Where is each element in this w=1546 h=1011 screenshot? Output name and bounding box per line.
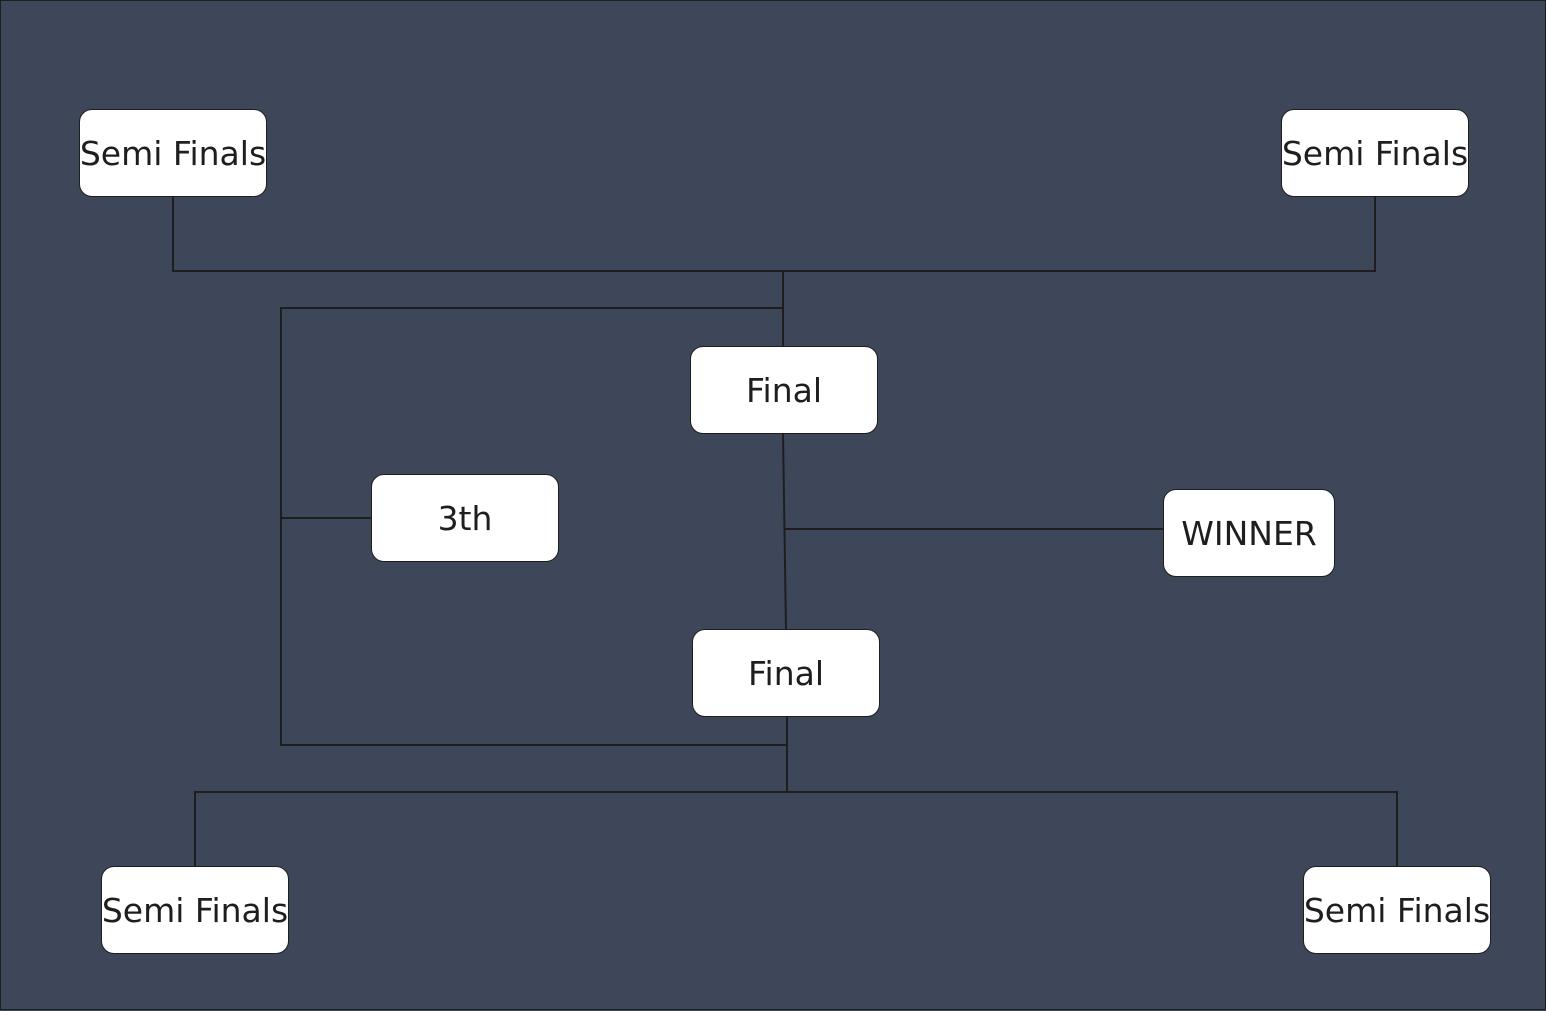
semi-finals-top-left-node[interactable]: Semi Finals: [79, 109, 267, 197]
winner-label: WINNER: [1181, 513, 1317, 553]
semi-finals-bottom-left-label: Semi Finals: [101, 890, 289, 930]
winner-node[interactable]: WINNER: [1163, 489, 1335, 577]
final-top-node[interactable]: Final: [690, 346, 878, 434]
third-place-node[interactable]: 3th: [371, 474, 559, 562]
third-place-label: 3th: [437, 498, 493, 538]
semi-finals-top-left-label: Semi Finals: [79, 133, 267, 173]
semi-finals-bottom-right-node[interactable]: Semi Finals: [1303, 866, 1491, 954]
connector-final-to-final: [782, 432, 787, 631]
final-bottom-label: Final: [747, 653, 825, 693]
semi-finals-top-right-label: Semi Finals: [1281, 133, 1469, 173]
final-top-label: Final: [745, 370, 823, 410]
semi-finals-bottom-left-node[interactable]: Semi Finals: [101, 866, 289, 954]
semi-finals-top-right-node[interactable]: Semi Finals: [1281, 109, 1469, 197]
semi-finals-bottom-right-label: Semi Finals: [1303, 890, 1491, 930]
final-bottom-node[interactable]: Final: [692, 629, 880, 717]
